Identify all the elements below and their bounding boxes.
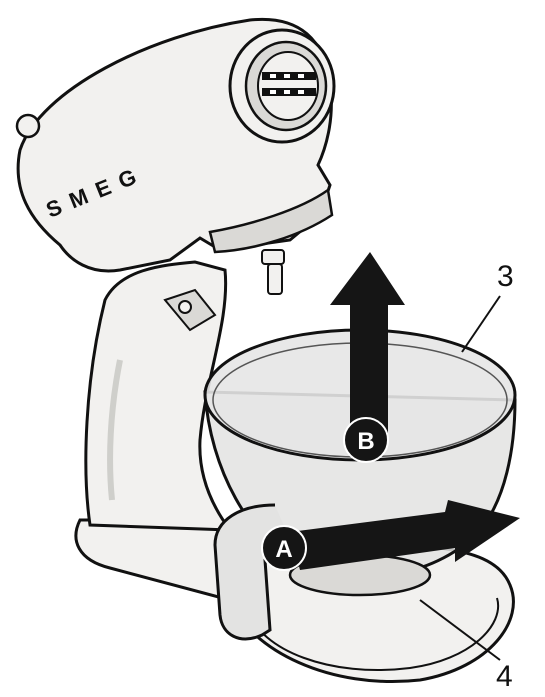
step-label-a: A bbox=[275, 536, 292, 563]
arrow-up-icon bbox=[330, 252, 405, 440]
mixer-column bbox=[84, 260, 234, 532]
step-marker-a: A bbox=[261, 525, 307, 571]
leader-line-4 bbox=[419, 599, 501, 661]
lift-arrow bbox=[330, 252, 405, 440]
arrow-right-icon bbox=[290, 500, 520, 570]
speed-dial-icon bbox=[262, 72, 316, 96]
step-marker-b: B bbox=[343, 417, 389, 463]
rotate-arrow bbox=[290, 500, 520, 570]
mixer-head: SMEG bbox=[15, 17, 336, 295]
callout-number-3: 3 bbox=[497, 260, 514, 293]
leader-line-3 bbox=[461, 295, 501, 353]
hinge-lock bbox=[163, 288, 217, 332]
callout-number-4: 4 bbox=[496, 660, 513, 693]
step-label-b: B bbox=[357, 428, 374, 455]
beater-shaft bbox=[261, 249, 285, 295]
